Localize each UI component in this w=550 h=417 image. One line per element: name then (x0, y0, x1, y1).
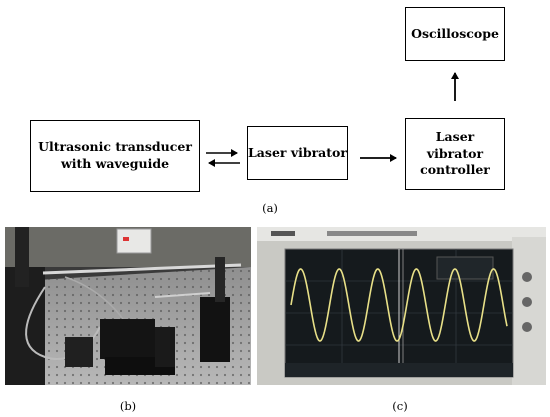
photo-optical-table-setup (5, 227, 251, 385)
ultrasonic-transducer-node: Ultrasonic transducer with waveguide (30, 120, 200, 192)
caption-c: (c) (392, 399, 408, 413)
caption-b: (b) (119, 399, 137, 413)
oscilloscope-node: Oscilloscope (405, 7, 505, 61)
sine-trace (290, 268, 508, 342)
oscilloscope-illustration (257, 227, 546, 385)
laser-vibrator-node: Laser vibrator (247, 126, 348, 180)
photo-oscilloscope-screen (257, 227, 546, 385)
optical-table-illustration (5, 227, 251, 385)
caption-a: (a) (262, 201, 278, 215)
laser-vibrator-controller-node: Laser vibrator controller (405, 118, 505, 190)
